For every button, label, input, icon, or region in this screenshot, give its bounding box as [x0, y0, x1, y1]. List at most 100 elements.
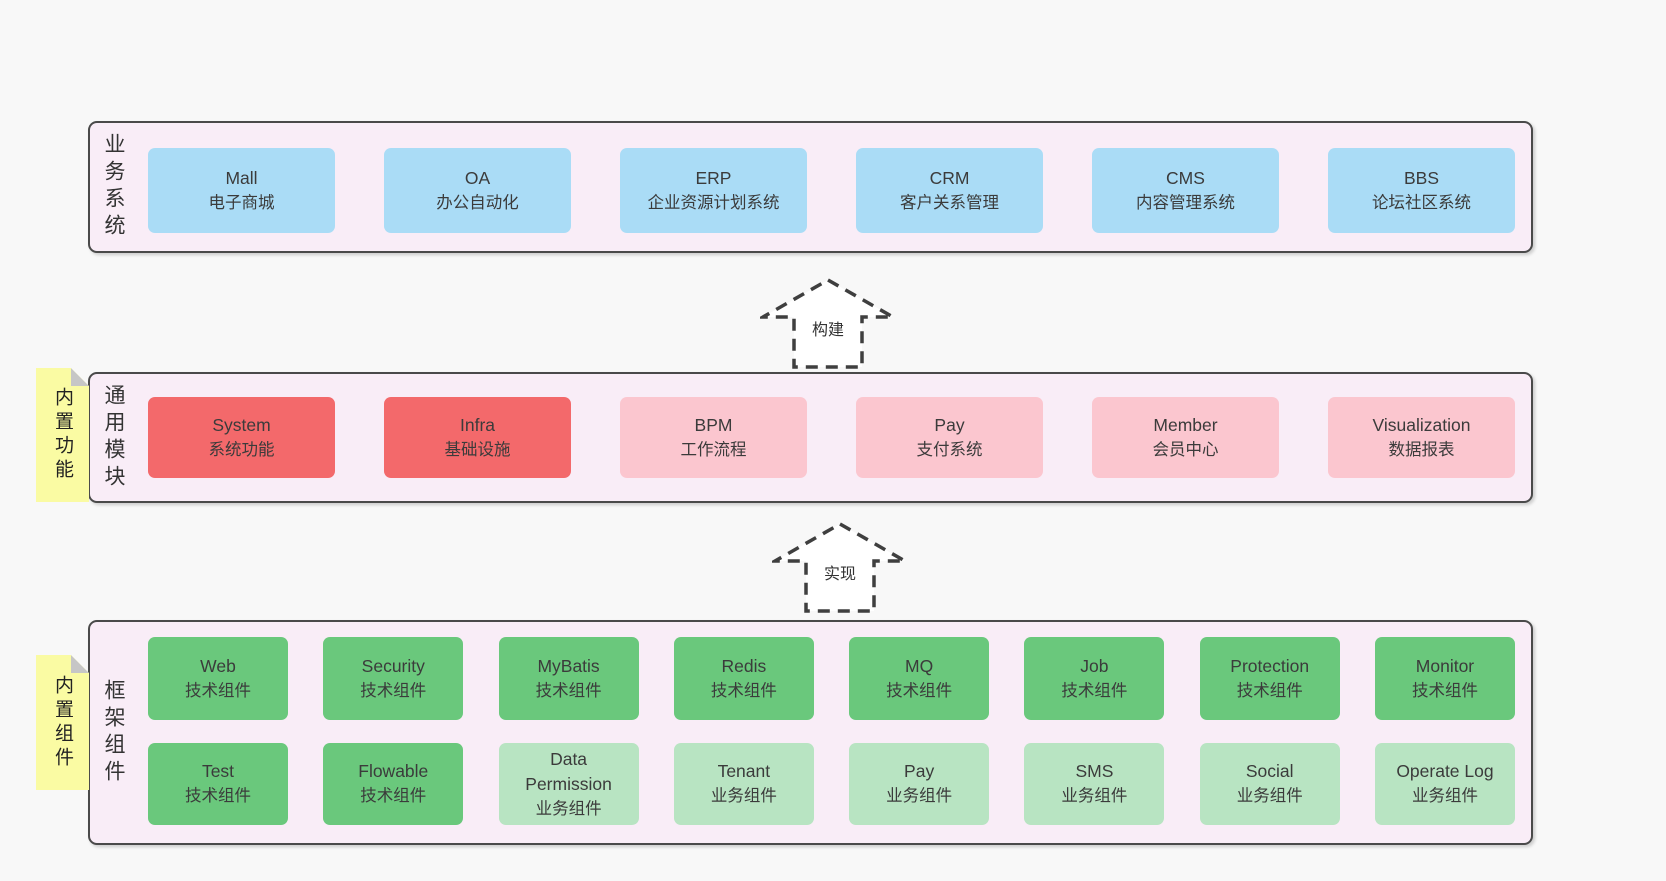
box-title: Monitor — [1415, 655, 1475, 676]
diagram-box-flowable: Flowable 技术组件 — [323, 743, 464, 825]
box-title: Security — [361, 655, 425, 676]
box-subtitle: 技术组件 — [360, 681, 427, 700]
box-subtitle: 电子商城 — [208, 193, 275, 212]
box-subtitle: 系统功能 — [208, 440, 275, 459]
box-subtitle: 业务组件 — [886, 787, 953, 805]
box-title: MyBatis — [537, 655, 600, 676]
layer-common-modules: 通用模块 System 系统功能 Infra 基础设施 BPM 工作流程 Pay 支付系统 Me… — [88, 372, 1533, 503]
box-title: Test — [201, 761, 235, 781]
box-subtitle: 技术组件 — [185, 787, 251, 805]
sticky-note-built-in-functions: 内置功能 — [36, 368, 89, 502]
box-subtitle: 客户关系管理 — [900, 193, 999, 212]
diagram-box-erp: ERP 企业资源计划系统 — [620, 148, 807, 233]
diagram-box-member: Member 会员中心 — [1092, 397, 1279, 478]
arrow-label-implement: 实现 — [820, 559, 860, 586]
layer-business-systems: 业务系统 Mall 电子商城 OA 办公自动化 ERP 企业资源计划系统 CRM 客户关系管理… — [88, 121, 1533, 253]
dashed-up-arrow-implement: 实现 — [772, 521, 908, 614]
box-subtitle: 论坛社区系统 — [1372, 193, 1471, 212]
box-title: Infra — [459, 414, 496, 435]
box-title: Operate Log — [1396, 761, 1494, 781]
box-title: Web — [200, 655, 236, 676]
diagram-box-crm: CRM 客户关系管理 — [856, 148, 1043, 233]
box-subtitle: 技术组件 — [710, 681, 777, 700]
diagram-box-test: Test 技术组件 — [148, 743, 288, 825]
sticky-note-text: 内置功能 — [52, 387, 73, 483]
box-title: BBS — [1403, 167, 1440, 188]
box-title: Pay — [934, 414, 965, 435]
diagram-box-cms: CMS 内容管理系统 — [1092, 148, 1279, 233]
diagram-box-bbs: BBS 论坛社区系统 — [1328, 148, 1515, 233]
box-subtitle: 技术组件 — [1411, 681, 1478, 700]
box-subtitle: 技术组件 — [185, 681, 251, 700]
diagram-box-visualization: Visualization 数据报表 — [1328, 397, 1515, 478]
box-subtitle: 技术组件 — [1236, 681, 1303, 700]
diagram-box-monitor: Monitor 技术组件 — [1374, 637, 1515, 720]
box-title: CMS — [1166, 167, 1205, 188]
diagram-box-social: Social 业务组件 — [1199, 743, 1340, 825]
diagram-box-security: Security 技术组件 — [323, 637, 464, 720]
box-subtitle: 基础设施 — [444, 440, 511, 459]
box-title: Social — [1245, 761, 1294, 781]
sticky-note-built-in-components: 内置组件 — [36, 655, 89, 790]
diagram-box-job: Job 技术组件 — [1024, 637, 1165, 720]
diagram-box-oa: OA 办公自动化 — [384, 148, 571, 233]
box-title: OA — [464, 167, 491, 188]
dashed-up-arrow-build: 构建 — [760, 277, 896, 370]
arrow-label-build: 构建 — [808, 315, 848, 342]
box-subtitle: 技术组件 — [1061, 681, 1128, 700]
diagram-box-sms: SMS 业务组件 — [1024, 743, 1165, 825]
box-subtitle: 会员中心 — [1152, 440, 1219, 459]
box-subtitle: 技术组件 — [535, 681, 602, 700]
layer-label-business-systems: 业务系统 — [102, 133, 125, 241]
diagram-box-mybatis: MyBatis 技术组件 — [498, 637, 639, 720]
layer-framework-components: 框架组件 Web 技术组件 Security 技术组件 MyBatis 技术组件 Redis… — [88, 620, 1533, 845]
box-title: SMS — [1075, 761, 1114, 781]
box-subtitle: 工作流程 — [680, 440, 747, 459]
diagram-box-operate-log: Operate Log 业务组件 — [1374, 743, 1515, 825]
box-subtitle: 业务组件 — [1411, 787, 1478, 805]
box-subtitle: 技术组件 — [360, 787, 427, 805]
diagram-box-mq: MQ 技术组件 — [849, 637, 990, 720]
box-title: BPM — [694, 414, 733, 435]
box-title: Member — [1153, 414, 1218, 435]
box-title: System — [212, 414, 271, 435]
box-subtitle: 技术组件 — [886, 681, 953, 700]
note-fold-corner-icon — [71, 368, 89, 386]
box-subtitle: 支付系统 — [916, 440, 983, 459]
box-title: Pay — [904, 761, 935, 781]
box-title: Mall — [225, 167, 258, 188]
box-title: Redis — [721, 655, 767, 676]
diagram-box-system: System 系统功能 — [148, 397, 335, 478]
diagram-box-infra: Infra 基础设施 — [384, 397, 571, 478]
box-subtitle: 业务组件 — [1236, 787, 1303, 805]
box-subtitle: 业务组件 — [535, 799, 602, 818]
diagram-box-tenant: Tenant 业务组件 — [673, 743, 814, 825]
box-row-modules: System 系统功能 Infra 基础设施 BPM 工作流程 Pay 支付系统 Member 会… — [148, 397, 1515, 478]
box-title: Tenant — [717, 761, 771, 781]
box-title: ERP — [695, 167, 732, 188]
box-row-business: Mall 电子商城 OA 办公自动化 ERP 企业资源计划系统 CRM 客户关系管理 CMS 内容… — [148, 148, 1515, 233]
diagram-box-pay: Pay 业务组件 — [849, 743, 990, 825]
diagram-box-pay: Pay 支付系统 — [856, 397, 1043, 478]
layer-label-common-modules: 通用模块 — [102, 383, 125, 492]
box-subtitle: 办公自动化 — [436, 193, 519, 212]
diagram-box-bpm: BPM 工作流程 — [620, 397, 807, 478]
box-subtitle: 数据报表 — [1388, 440, 1455, 459]
box-subtitle: 业务组件 — [710, 787, 777, 805]
diagram-box-mall: Mall 电子商城 — [148, 148, 335, 233]
box-subtitle: 内容管理系统 — [1136, 193, 1235, 212]
box-subtitle: 业务组件 — [1061, 787, 1128, 805]
box-title: Visualization — [1372, 414, 1471, 435]
diagram-box-web: Web 技术组件 — [148, 637, 288, 720]
box-title: Flowable — [358, 761, 429, 781]
box-subtitle: 企业资源计划系统 — [647, 193, 780, 212]
note-fold-corner-icon — [71, 655, 89, 673]
box-title: MQ — [905, 655, 934, 676]
layer-label-framework-components: 框架组件 — [102, 678, 125, 787]
box-title: CRM — [929, 167, 970, 188]
box-title: Job — [1080, 655, 1109, 676]
